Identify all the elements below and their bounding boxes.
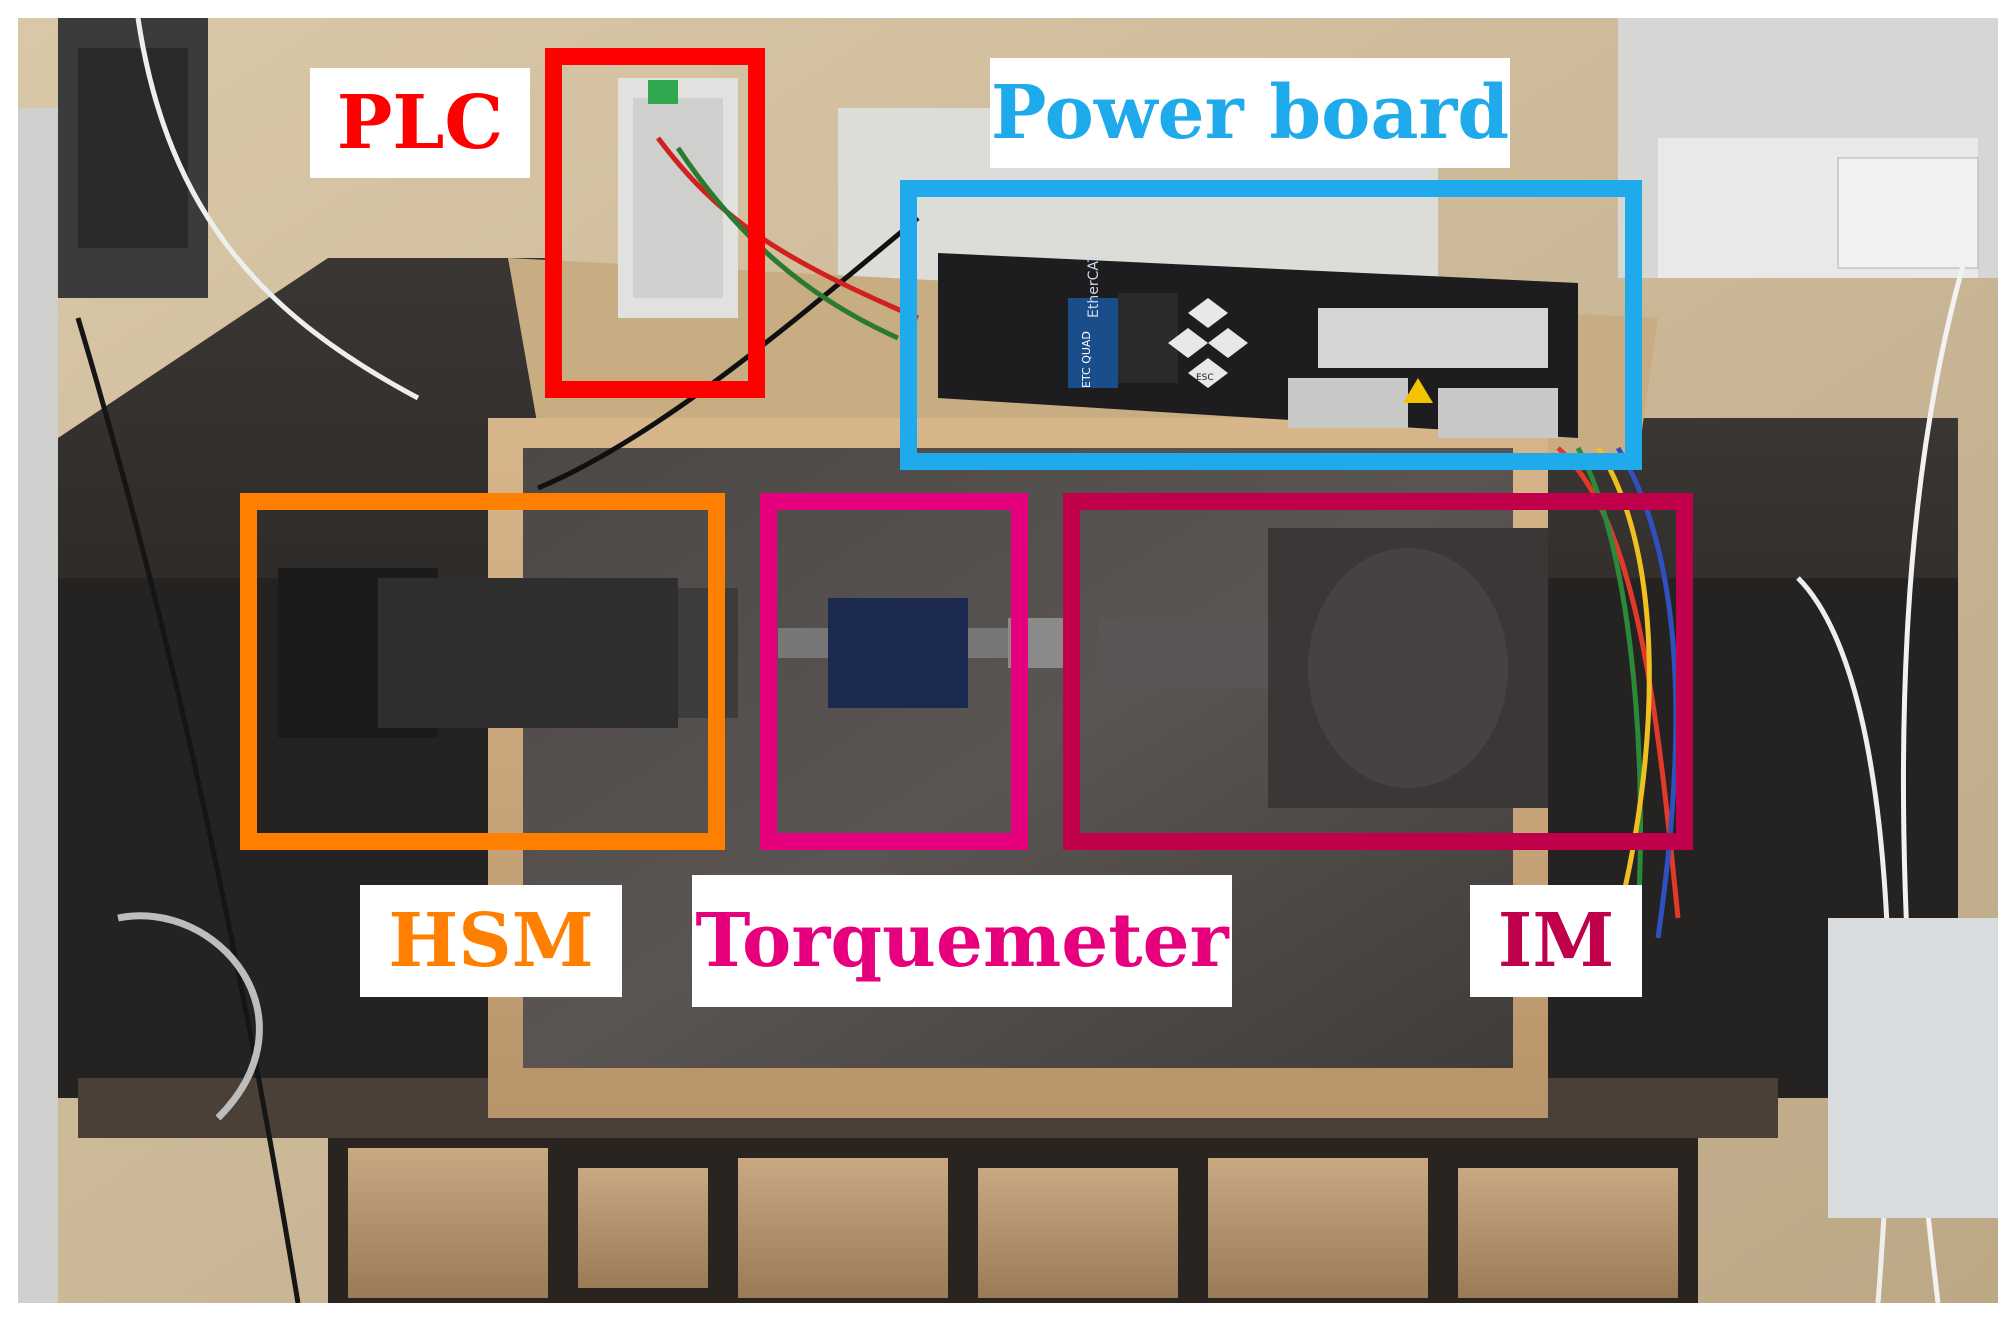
pallet [328, 1138, 1698, 1303]
im-label: IM [1470, 885, 1642, 997]
left-cabinet [18, 108, 58, 1303]
etc-quad-text: ETC QUAD [1080, 331, 1093, 388]
torquemeter-box [760, 493, 1028, 850]
hsm-label: HSM [360, 885, 622, 997]
power-board-device: EtherCAT ETC QUAD ESC [938, 253, 1578, 438]
hsm-box [240, 493, 725, 850]
im-motor [1098, 528, 1548, 808]
torquemeter-label: Torquemeter [692, 875, 1232, 1007]
torquemeter-device [778, 598, 1068, 708]
im-box [1063, 493, 1693, 850]
power-board-box [900, 180, 1642, 470]
plc-box [545, 48, 765, 398]
ethercat-text: EtherCAT [1086, 253, 1102, 318]
plc-label: PLC [310, 68, 530, 178]
power-board-label: Power board [990, 58, 1510, 168]
esc-key-text: ESC [1196, 373, 1214, 383]
right-psu [1828, 918, 1998, 1218]
hsm-motor [278, 568, 738, 738]
